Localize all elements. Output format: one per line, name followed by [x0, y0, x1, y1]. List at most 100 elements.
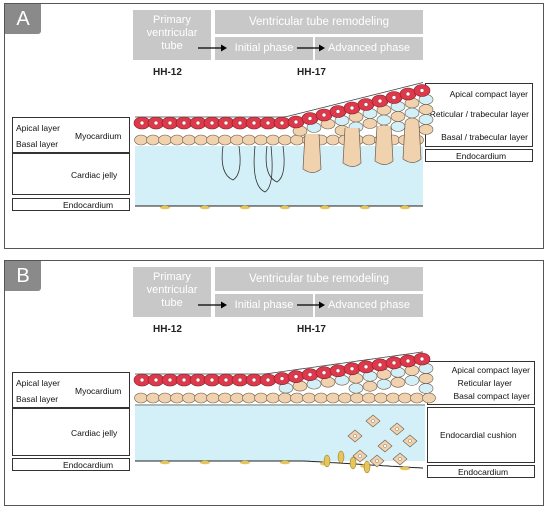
trabecular-cell — [348, 382, 364, 394]
endocardium-label-box: Endocardium — [12, 458, 130, 471]
cell-nucleus — [321, 370, 327, 375]
cell-nucleus — [139, 377, 145, 383]
cardiac-jelly-label-box: Cardiac jelly — [12, 408, 130, 456]
basal-cell — [242, 392, 256, 404]
trabecular-fold — [265, 145, 285, 183]
right-layers-label-box: Apical compact layer Reticular / trabecu… — [425, 83, 533, 147]
trabecular-cell — [418, 124, 434, 135]
cell-nucleus — [358, 454, 362, 458]
endothelial-cell — [280, 205, 290, 210]
cell-nucleus — [307, 372, 313, 377]
arrow-head — [319, 301, 325, 309]
initial-phase-header: Initial phase — [215, 37, 313, 60]
cell-nucleus — [139, 120, 145, 126]
cell-nucleus — [363, 364, 369, 370]
trabecular-fold — [221, 145, 241, 181]
cell-nucleus — [377, 98, 383, 104]
right-endocardium-label-box: Endocardium — [425, 149, 533, 162]
endothelial-cell — [320, 205, 330, 210]
advanced-phase-header: Advanced phase — [315, 294, 423, 317]
arrow-head — [319, 44, 325, 52]
cell-nucleus — [371, 419, 375, 423]
basal-compact-layer-label: Basal compact layer — [453, 391, 530, 401]
primary-ventricular-tube-header: Primary ventricular tube — [133, 267, 211, 317]
trabecular-fold — [253, 145, 273, 193]
cell-nucleus — [153, 120, 159, 126]
basal-cell — [266, 134, 280, 146]
basal-cell — [374, 392, 388, 404]
trabecular-cell — [376, 379, 392, 390]
basal-cell — [230, 392, 244, 404]
stage-hh12: HH-12 — [153, 324, 182, 335]
cell-nucleus — [265, 120, 271, 126]
basal-cell — [278, 392, 292, 404]
endothelial-cell — [400, 205, 410, 210]
trabecular-cell — [418, 383, 434, 394]
ventricular-tube-remodeling-header: Ventricular tube remodeling — [215, 10, 423, 34]
endocardial-cushion-label: Endocardial cushion — [440, 430, 517, 440]
basal-cell — [338, 392, 352, 404]
basal-cell — [206, 392, 220, 404]
basal-cell — [266, 392, 280, 404]
cell-nucleus — [279, 120, 285, 126]
basal-cell — [326, 392, 340, 404]
basal-cell — [290, 392, 304, 404]
stage-hh17: HH-17 — [297, 324, 326, 335]
trabecular-cell — [390, 111, 406, 122]
basal-cell — [170, 392, 184, 404]
cell-nucleus — [335, 368, 341, 373]
epicardial-outline — [135, 351, 424, 375]
cell-nucleus — [335, 109, 341, 114]
cell-nucleus — [181, 377, 187, 383]
cell-nucleus — [383, 444, 387, 448]
cell-nucleus — [251, 377, 257, 383]
panel-letter: B — [5, 261, 41, 291]
panel-a: A Primary ventricular tube Ventricular t… — [4, 3, 544, 249]
cell-nucleus — [223, 377, 229, 383]
basal-trabecular-layer-label: Basal / trabecular layer — [441, 132, 528, 142]
cell-nucleus — [307, 116, 313, 121]
basal-cell — [326, 134, 340, 146]
cardiac-jelly-label: Cardiac jelly — [71, 170, 118, 180]
apical-compact-layer-label: Apical compact layer — [449, 89, 528, 99]
delaminating-endothelial-cell — [323, 454, 331, 468]
cell-nucleus — [375, 459, 379, 463]
basal-cell — [134, 392, 148, 404]
endocardium-label-box: Endocardium — [12, 198, 130, 211]
basal-cell — [362, 134, 376, 146]
endocardium-label: Endocardium — [63, 200, 114, 210]
basal-cell — [290, 134, 304, 146]
basal-cell — [362, 392, 376, 404]
basal-cell — [398, 392, 412, 404]
trabecula — [402, 123, 422, 163]
basal-layer-label: Basal layer — [16, 394, 59, 404]
basal-cell — [230, 134, 244, 146]
header-line: tube — [161, 40, 183, 52]
cell-nucleus — [353, 434, 357, 438]
endothelial-cell — [200, 205, 210, 210]
trabecular-cell — [418, 373, 434, 384]
delaminating-endothelial-cell — [337, 450, 345, 464]
cell-nucleus — [293, 119, 299, 125]
basal-cell — [134, 134, 148, 146]
cell-nucleus — [237, 377, 243, 383]
arrow-head — [221, 301, 227, 309]
cell-nucleus — [363, 102, 369, 107]
header-line: Primary — [153, 271, 191, 283]
basal-cell — [218, 392, 232, 404]
trabecular-cell — [404, 107, 420, 119]
cell-nucleus — [391, 360, 397, 366]
cell-nucleus — [265, 377, 271, 383]
cardiac-jelly-label: Cardiac jelly — [71, 428, 118, 438]
cardiac-jelly-region — [135, 404, 425, 461]
cardiac-jelly-label-box: Cardiac jelly — [12, 153, 130, 195]
basal-cell — [146, 134, 160, 146]
header-line: tube — [161, 297, 183, 309]
cell-nucleus — [349, 105, 355, 111]
basal-cell — [182, 134, 196, 146]
cell-nucleus — [223, 120, 229, 126]
arrow-head — [221, 44, 227, 52]
endothelial-cell — [400, 466, 410, 471]
trabecular-cell — [418, 104, 434, 115]
myocardium-label: Myocardium — [75, 131, 122, 141]
